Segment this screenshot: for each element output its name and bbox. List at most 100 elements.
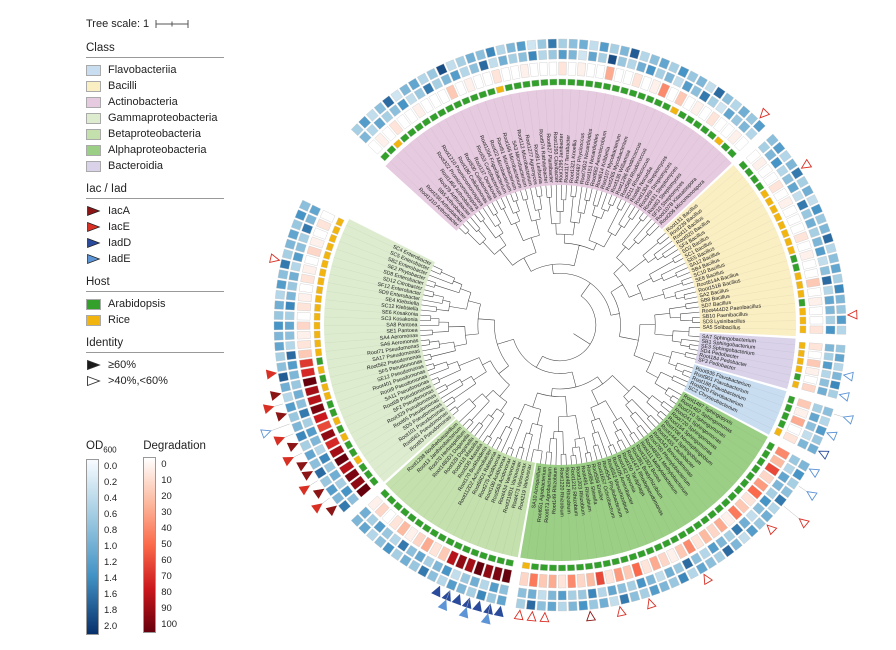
degradation-cell (807, 350, 822, 360)
host-cell (798, 341, 806, 350)
leaf-guide-line (396, 425, 464, 496)
taxon-label: SE1 Pantoea (386, 328, 417, 335)
degradation-cell (437, 88, 451, 105)
degradation-cell (304, 254, 320, 266)
iaca-triangle-icon (87, 205, 101, 217)
legend-label: >40%,<60% (108, 375, 168, 387)
legend-host-item: Arabidopsis (86, 298, 238, 310)
taxon-label: Root1220 Rhizobium (558, 467, 564, 517)
degradation-cell (329, 444, 345, 459)
od600-inner-cell (577, 589, 587, 600)
od600-inner-cell (745, 509, 759, 523)
host-cell (584, 562, 594, 570)
od600-outer-cell (797, 459, 811, 472)
od600-inner-cell (811, 403, 824, 414)
degradation-cell (585, 572, 596, 587)
leaf-guide-line (324, 335, 421, 344)
host-cell (348, 447, 358, 458)
host-cell (328, 233, 338, 244)
od600-inner-cell (567, 590, 577, 601)
degradation-cell (769, 454, 786, 469)
od600-scale-tick: 1.4 (104, 573, 118, 585)
leaf-guide-line (552, 464, 557, 561)
degradation-cell (420, 536, 435, 553)
iace-marker-open (703, 573, 714, 586)
od600-outer-cell (578, 39, 589, 50)
od600-inner-cell (318, 452, 331, 465)
od600-outer-cell (390, 548, 404, 561)
leaf-guide-line (681, 394, 765, 444)
degradation-cell (773, 187, 789, 202)
class-color-swatch (86, 128, 101, 140)
degradation-cell (299, 358, 314, 369)
taxon-label: Root1203 Rhizobium (574, 466, 586, 516)
degradation-cell (312, 227, 328, 240)
host-cell (793, 372, 802, 381)
host-cell (437, 532, 448, 543)
host-cell (414, 518, 425, 528)
leaf-guide-line (484, 101, 516, 193)
degradation-cell (753, 477, 769, 492)
od600-outer-cell (465, 52, 477, 64)
od600-outer-cell (287, 228, 300, 241)
od600-outer-cell (835, 294, 846, 304)
od600-outer-cell (319, 475, 333, 488)
od600-inner-cell (405, 92, 418, 106)
degradation-cell (297, 292, 313, 303)
degradation-cell (491, 68, 503, 84)
degradation-cell (799, 249, 815, 261)
legend-gene-item: IacA (86, 205, 238, 217)
od600-inner-cell (645, 573, 657, 586)
leaf-guide-line (409, 432, 471, 507)
host-cell (720, 142, 731, 152)
degradation-cell (757, 163, 774, 179)
degradation-cell (567, 61, 577, 76)
od600-outer-cell (806, 194, 819, 207)
iace-marker-open (526, 610, 537, 622)
marker-connector (487, 604, 491, 615)
leaf-guide-line (389, 161, 460, 228)
od600-title-subscript: 600 (103, 445, 117, 455)
leaf-guide-line (699, 341, 795, 353)
od600-inner-cell (765, 487, 779, 500)
od600-inner-cell (801, 429, 813, 441)
od600-inner-cell (301, 223, 314, 235)
leaf-guide-line (328, 350, 423, 369)
taxon-label: Root673 Agrobacterium (544, 466, 554, 523)
legend-gene-item: IadE (86, 253, 238, 265)
marker-connector (445, 590, 451, 601)
degradation-cell (806, 358, 821, 368)
od600-inner-cell (645, 64, 657, 77)
degradation-cell (805, 277, 821, 288)
od600-outer-cell (274, 341, 285, 352)
od600-inner-cell (626, 580, 638, 592)
od600-outer-cell (786, 477, 800, 490)
leaf-guide-line (666, 415, 740, 479)
leaf-guide-line (634, 443, 687, 525)
od600-outer-cell (836, 315, 847, 325)
leaf-guide-line (606, 456, 640, 548)
host-cell (611, 557, 621, 566)
iade-marker-open (838, 392, 850, 402)
leaf-guide-line (452, 114, 497, 201)
degradation-cell (734, 498, 750, 514)
host-cell (787, 395, 796, 405)
degradation-cell (463, 77, 476, 93)
od600-scale-tick: 2.0 (104, 621, 118, 633)
od600-outer-cell (445, 578, 458, 591)
host-cell (706, 130, 717, 141)
od600-inner-cell (663, 566, 676, 579)
degradation-cell (482, 563, 494, 579)
degradation-cell (622, 564, 634, 580)
od600-outer-cell (558, 38, 568, 49)
od600-inner-cell (440, 564, 453, 577)
host-cell (513, 81, 522, 90)
host-cell (769, 204, 779, 215)
host-cell (407, 512, 417, 523)
od600-inner-cell (819, 265, 831, 276)
od600-inner-cell (817, 255, 829, 267)
host-cell (399, 507, 410, 517)
